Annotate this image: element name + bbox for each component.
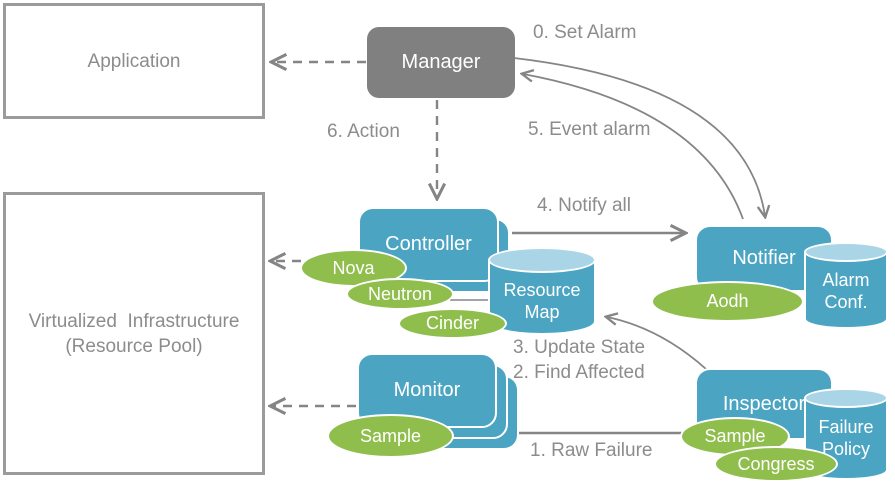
step-1-raw-failure-label: 1. Raw Failure: [530, 440, 653, 461]
manager-label: Manager: [401, 51, 481, 73]
aodh-label: Aodh: [706, 291, 749, 311]
nova-ellipse: Nova: [300, 249, 407, 287]
application-label: Application: [87, 50, 181, 72]
failure-policy-label-line1: Failure: [818, 417, 874, 437]
alarm-conf-label: Alarm Conf.: [804, 269, 888, 313]
arrow-set-alarm-curve: [513, 57, 765, 216]
arrow-event-alarm-curve: [523, 74, 744, 220]
alarm-conf-cylinder: Alarm Conf.: [804, 242, 888, 329]
step-2-find-affected-label: 2. Find Affected: [513, 362, 645, 383]
congress-label: Congress: [737, 453, 815, 474]
monitor-sample-label: Sample: [359, 425, 422, 446]
virtualized-infrastructure-label-line2: (Resource Pool): [65, 335, 203, 357]
virtualized-infrastructure-box: Virtualized Infrastructure (Resource Poo…: [3, 192, 265, 475]
cinder-ellipse: Cinder: [398, 308, 507, 339]
congress-ellipse: Congress: [714, 446, 838, 482]
monitor-box: Monitor: [357, 353, 497, 428]
monitor-sample-ellipse: Sample: [327, 414, 454, 458]
failure-policy-label: Failure Policy: [804, 416, 888, 460]
controller-label: Controller: [385, 233, 472, 255]
neutron-ellipse: Neutron: [346, 278, 454, 310]
resource-map-label-line2: Map: [524, 302, 560, 322]
step-5-event-alarm-label: 5. Event alarm: [528, 119, 651, 140]
resource-map-cylinder: Resource Map: [488, 247, 596, 335]
alarm-conf-label-line1: Alarm: [822, 270, 870, 290]
cinder-label: Cinder: [425, 313, 480, 333]
application-box: Application: [3, 3, 265, 119]
resource-map-label-line1: Resource: [503, 280, 581, 300]
alarm-conf-cylinder-body: [804, 252, 888, 329]
neutron-label: Neutron: [367, 283, 433, 304]
notifier-label: Notifier: [732, 247, 796, 269]
inspector-label: Inspector: [722, 392, 806, 415]
step-0-set-alarm-label: 0. Set Alarm: [533, 22, 637, 43]
failure-policy-cylinder-top: [804, 388, 888, 408]
step-6-action-label: 6. Action: [327, 121, 400, 142]
inspector-sample-label: Sample: [704, 426, 766, 446]
virtualized-infrastructure-label-line1: Virtualized Infrastructure: [28, 310, 240, 332]
manager-box: Manager: [367, 27, 515, 98]
step-3-update-state-label: 3. Update State: [513, 337, 646, 358]
alarm-conf-cylinder-top: [804, 242, 888, 262]
failure-policy-label-line2: Policy: [821, 439, 870, 459]
aodh-ellipse: Aodh: [651, 281, 804, 322]
alarm-conf-label-line2: Conf.: [824, 292, 868, 312]
resource-map-label: Resource Map: [488, 279, 596, 323]
step-4-notify-all-label: 4. Notify all: [537, 195, 631, 216]
resource-map-cylinder-top: [488, 247, 596, 273]
arrow-find-affected-update-state: [607, 317, 707, 370]
monitor-label: Monitor: [393, 379, 461, 401]
nova-label: Nova: [332, 257, 375, 278]
